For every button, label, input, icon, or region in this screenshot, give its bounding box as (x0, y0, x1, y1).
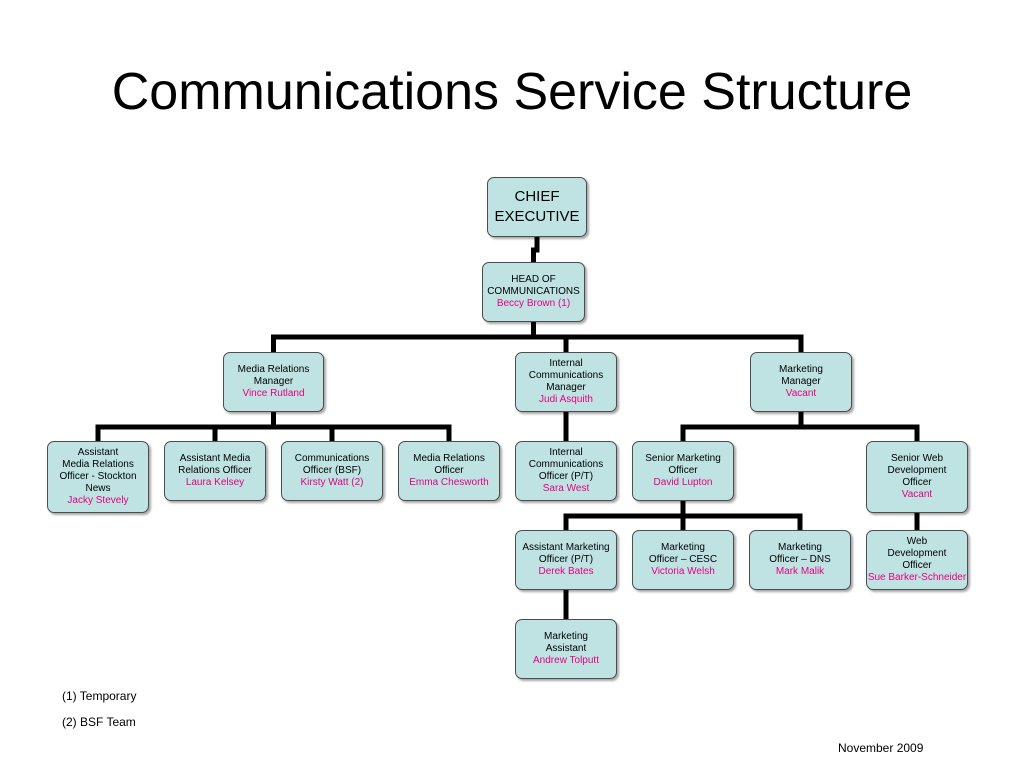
media-relations-manager-box: Media Relations Manager Vince Rutland (223, 352, 324, 412)
role-label: Senior Web Development Officer (887, 453, 947, 488)
holder-name: Sue Barker-Schneider (867, 572, 967, 583)
slide-title: Communications Service Structure (111, 63, 913, 121)
role-label: HEAD OF COMMUNICATIONS (487, 274, 580, 297)
role-label: Assistant Marketing Officer (P/T) (522, 542, 610, 565)
role-label: Marketing Officer – DNS (769, 542, 831, 565)
role-label: Assistant Media Relations Officer - Stoc… (59, 447, 137, 494)
role-label: Internal Communications Manager (528, 358, 604, 393)
chief-executive-box: CHIEF EXECUTIVE (487, 177, 587, 237)
holder-name: Judi Asquith (539, 394, 593, 405)
role-label: CHIEF EXECUTIVE (494, 188, 580, 225)
holder-name: Mark Malik (775, 566, 825, 577)
assistant-media-relations-officer-stockton-box: Assistant Media Relations Officer - Stoc… (47, 441, 149, 513)
holder-name: David Lupton (653, 477, 713, 488)
holder-name: Andrew Tolputt (533, 655, 599, 666)
role-label: Media Relations Officer (413, 453, 485, 476)
holder-name: Emma Chesworth (409, 477, 489, 488)
holder-name: Vacant (901, 489, 933, 500)
marketing-manager-box: Marketing Manager Vacant (750, 352, 852, 412)
senior-web-development-officer-box: Senior Web Development Officer Vacant (866, 441, 968, 513)
marketing-officer-cesc-box: Marketing Officer – CESC Victoria Welsh (632, 530, 734, 590)
holder-name: Vince Rutland (242, 388, 305, 399)
holder-name: Jacky Stevely (67, 495, 129, 506)
role-label: Web Development Officer (887, 536, 947, 571)
marketing-assistant-box: Marketing Assistant Andrew Tolputt (515, 619, 617, 679)
senior-marketing-officer-box: Senior Marketing Officer David Lupton (632, 441, 734, 501)
holder-name: Sara West (542, 483, 590, 494)
footnote-temporary: (1) Temporary (62, 689, 137, 703)
role-label: Media Relations Manager (237, 364, 310, 387)
holder-name: Derek Bates (538, 566, 594, 577)
slide-date: November 2009 (838, 741, 924, 755)
marketing-officer-dns-box: Marketing Officer – DNS Mark Malik (749, 530, 851, 590)
internal-communications-officer-box: Internal Communications Officer (P/T) Sa… (515, 441, 617, 501)
role-label: Senior Marketing Officer (645, 453, 721, 476)
role-label: Internal Communications Officer (P/T) (528, 447, 604, 482)
role-label: Communications Officer (BSF) (294, 453, 370, 476)
internal-communications-manager-box: Internal Communications Manager Judi Asq… (515, 352, 617, 412)
footnote-bsf-team: (2) BSF Team (62, 715, 136, 729)
web-development-officer-box: Web Development Officer Sue Barker-Schne… (866, 530, 968, 590)
holder-name: Kirsty Watt (2) (300, 477, 364, 488)
assistant-marketing-officer-box: Assistant Marketing Officer (P/T) Derek … (515, 530, 617, 590)
holder-name: Beccy Brown (1) (496, 298, 571, 309)
role-label: Marketing Assistant (544, 631, 588, 654)
role-label: Marketing Officer – CESC (648, 542, 718, 565)
role-label: Marketing Manager (779, 364, 823, 387)
media-relations-officer-box: Media Relations Officer Emma Chesworth (398, 441, 500, 501)
communications-officer-bsf-box: Communications Officer (BSF) Kirsty Watt… (281, 441, 383, 501)
holder-name: Victoria Welsh (651, 566, 715, 577)
assistant-media-relations-officer-box: Assistant Media Relations Officer Laura … (164, 441, 266, 501)
holder-name: Laura Kelsey (185, 477, 245, 488)
head-of-communications-box: HEAD OF COMMUNICATIONS Beccy Brown (1) (482, 262, 585, 322)
role-label: Assistant Media Relations Officer (178, 453, 252, 476)
holder-name: Vacant (785, 388, 817, 399)
